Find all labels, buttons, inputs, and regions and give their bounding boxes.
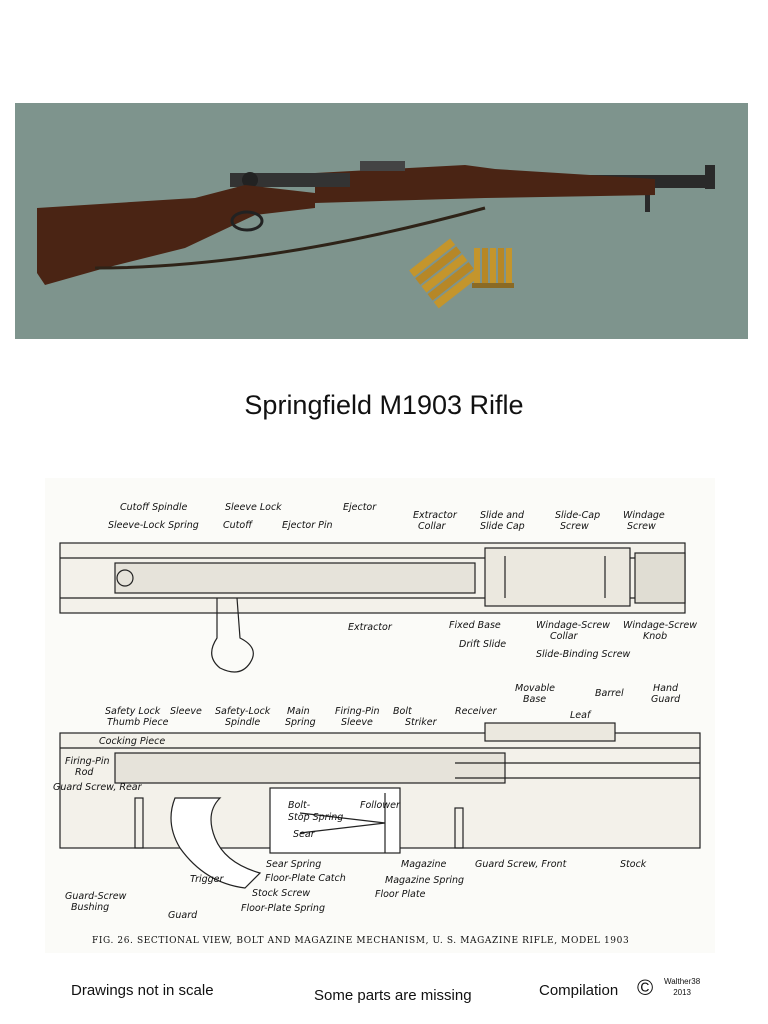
label-bolt-stop-spring-1: Bolt- <box>288 800 311 811</box>
label-safety-lock-thumb-piece-1: Safety Lock <box>105 706 161 717</box>
rifle-stock <box>37 185 315 285</box>
label-firing-pin-sleeve-2: Sleeve <box>341 717 373 728</box>
label-barrel: Barrel <box>595 688 624 699</box>
label-firing-pin-sleeve-1: Firing-Pin <box>335 706 380 717</box>
label-guard: Guard <box>168 910 198 921</box>
sectional-drawing-svg: Cutoff Spindle Sleeve-Lock Spring Sleeve… <box>53 502 701 946</box>
credit-name: Walther38 <box>664 977 701 986</box>
label-windage-screw-collar-2: Collar <box>550 631 579 642</box>
label-cutoff: Cutoff <box>223 520 253 531</box>
label-floor-plate: Floor Plate <box>375 889 426 900</box>
label-sear-spring: Sear Spring <box>266 859 321 870</box>
label-sleeve-lock: Sleeve Lock <box>225 502 282 513</box>
label-bolt-stop-spring-2: Stop Spring <box>288 812 343 823</box>
label-movable-base-2: Base <box>523 694 546 705</box>
label-guard-screw-bushing-2: Bushing <box>71 902 109 913</box>
label-firing-pin-rod-1: Firing-Pin <box>65 756 110 767</box>
label-magazine: Magazine <box>401 859 447 870</box>
rifle-illustration <box>37 161 715 309</box>
label-extractor-collar-2: Collar <box>418 521 447 532</box>
label-trigger: Trigger <box>190 874 225 885</box>
front-sight <box>705 165 715 189</box>
credit: Walther38 2013 <box>664 976 700 998</box>
bolt-handle <box>242 172 258 188</box>
label-main-spring-2: Spring <box>285 717 316 728</box>
label-floor-plate-spring: Floor-Plate Spring <box>241 903 325 914</box>
label-guard-screw-front: Guard Screw, Front <box>475 859 568 870</box>
label-movable-base-1: Movable <box>515 683 555 694</box>
upper-sectional-view <box>59 542 686 673</box>
label-stock-screw: Stock Screw <box>252 888 310 899</box>
label-slide-cap-screw-1: Slide-Cap <box>555 510 600 521</box>
label-hand-guard-1: Hand <box>653 683 679 694</box>
label-floor-plate-catch: Floor-Plate Catch <box>265 873 346 884</box>
figure-caption: FIG. 26. SECTIONAL VIEW, BOLT AND MAGAZI… <box>92 936 629 946</box>
label-safety-lock-spindle-2: Spindle <box>225 717 260 728</box>
label-ejector-pin: Ejector Pin <box>282 520 333 531</box>
rifle-receiver <box>230 173 350 187</box>
rear-sight <box>360 161 405 171</box>
cartridge-clip-left <box>409 238 480 309</box>
label-extractor-collar-1: Extractor <box>413 510 458 521</box>
label-bolt: Bolt <box>393 706 413 717</box>
label-slide-and-slide-cap-1: Slide and <box>480 510 525 521</box>
label-windage-screw-knob-2: Knob <box>643 631 667 642</box>
label-striker: Striker <box>405 717 438 728</box>
label-fixed-base: Fixed Base <box>449 620 501 631</box>
label-stock: Stock <box>620 859 647 870</box>
label-hand-guard-2: Guard <box>651 694 681 705</box>
label-safety-lock-spindle-1: Safety-Lock <box>215 706 271 717</box>
footer-note-scale: Drawings not in scale <box>71 982 214 999</box>
label-magazine-spring: Magazine Spring <box>385 875 464 886</box>
footer-compilation: Compilation <box>539 982 619 999</box>
cartridge-clip-right <box>472 248 514 288</box>
label-slide-cap-screw-2: Screw <box>560 521 589 532</box>
label-ejector: Ejector <box>343 502 377 513</box>
label-windage-screw-1: Windage <box>623 510 665 521</box>
label-slide-and-slide-cap-2: Slide Cap <box>480 521 525 532</box>
trigger-guard <box>230 210 264 232</box>
label-sear: Sear <box>293 829 316 840</box>
sectional-drawing: Cutoff Spindle Sleeve-Lock Spring Sleeve… <box>45 478 715 953</box>
label-sleeve-lock-spring: Sleeve-Lock Spring <box>108 520 199 531</box>
label-cutoff-spindle: Cutoff Spindle <box>120 502 187 513</box>
credit-year: 2013 <box>673 988 691 997</box>
lower-sectional-view <box>59 722 701 889</box>
label-sleeve: Sleeve <box>170 706 202 717</box>
label-guard-screw-rear: Guard Screw, Rear <box>53 782 143 793</box>
rifle-forend <box>315 165 655 203</box>
rifle-photo <box>15 103 748 339</box>
label-windage-screw-collar-1: Windage-Screw <box>536 620 610 631</box>
label-windage-screw-2: Screw <box>627 521 656 532</box>
label-receiver: Receiver <box>455 706 498 717</box>
page-title: Springfield M1903 Rifle <box>244 390 524 420</box>
footer-note-missing-parts: Some parts are missing <box>314 987 472 1004</box>
label-extractor: Extractor <box>348 622 393 633</box>
label-drift-slide: Drift Slide <box>459 639 506 650</box>
label-follower: Follower <box>360 800 401 811</box>
label-main-spring-1: Main <box>287 706 310 717</box>
label-firing-pin-rod-2: Rod <box>75 767 94 778</box>
label-cocking-piece: Cocking Piece <box>99 736 165 747</box>
sling-swivel <box>645 188 650 212</box>
copyright-icon: © <box>637 975 654 1000</box>
label-windage-screw-knob-1: Windage-Screw <box>623 620 697 631</box>
label-leaf: Leaf <box>570 710 592 721</box>
rifle-sling <box>94 206 486 270</box>
label-safety-lock-thumb-piece-2: Thumb Piece <box>107 717 169 728</box>
label-slide-binding-screw: Slide-Binding Screw <box>536 649 631 660</box>
label-guard-screw-bushing-1: Guard-Screw <box>65 891 127 902</box>
